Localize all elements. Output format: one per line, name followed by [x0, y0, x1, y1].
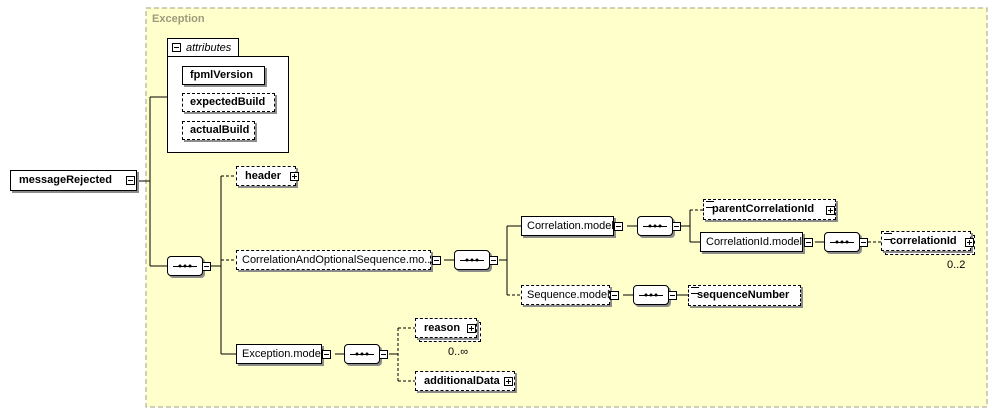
element-label: parentCorrelationId	[712, 203, 815, 215]
correlation-seq-collapse-toggle[interactable]	[432, 256, 441, 265]
container-label: Exception	[152, 13, 205, 25]
root-collapse-toggle[interactable]	[126, 176, 135, 185]
attribute-fpmlversion[interactable]: fpmlVersion	[182, 66, 265, 85]
group-correlation-id-model[interactable]: CorrelationId.model	[700, 232, 803, 252]
element-sequence-number[interactable]: sequenceNumber	[688, 285, 801, 306]
sequence-compositor	[167, 256, 203, 276]
attribute-expectedbuild[interactable]: expectedBuild	[182, 93, 275, 112]
group-label: CorrelationId.model	[706, 235, 802, 248]
sequence-compositor	[454, 250, 490, 270]
group-correlation-and-optional-sequence[interactable]: CorrelationAndOptionalSequence.mo...	[236, 250, 434, 270]
group-exception-model[interactable]: Exception.model	[236, 344, 324, 364]
element-header[interactable]: header	[236, 166, 296, 186]
sequence-model-collapse-toggle[interactable]	[610, 291, 619, 300]
element-label: header	[245, 169, 282, 182]
element-additional-data[interactable]: additionalData	[415, 371, 515, 391]
reason-occurrence: 0..∞	[448, 346, 469, 358]
sequence-compositor	[637, 216, 673, 236]
correlation-id-expand-toggle[interactable]	[965, 238, 974, 247]
sequence-compositor	[344, 344, 380, 364]
element-label: additionalData	[424, 374, 500, 387]
header-expand-toggle[interactable]	[290, 172, 299, 181]
attributes-title: attributes	[186, 42, 232, 54]
documentation-icon	[691, 287, 699, 294]
sequence-collapse-toggle[interactable]	[668, 291, 677, 300]
attribute-label: fpmlVersion	[190, 69, 253, 81]
sequence-collapse-toggle[interactable]	[489, 256, 498, 265]
sequence-collapse-toggle[interactable]	[379, 350, 388, 359]
attribute-actualbuild[interactable]: actualBuild	[182, 121, 255, 140]
group-label: Correlation.model	[527, 219, 614, 232]
group-sequence-model[interactable]: Sequence.model	[521, 285, 610, 305]
documentation-icon	[706, 201, 714, 208]
group-label: Sequence.model	[527, 288, 610, 301]
element-label: correlationId	[890, 234, 957, 247]
attribute-label: expectedBuild	[190, 96, 266, 108]
additional-data-expand-toggle[interactable]	[504, 377, 513, 386]
sequence-compositor	[824, 232, 860, 252]
attributes-collapse-toggle[interactable]	[172, 43, 181, 52]
group-label: CorrelationAndOptionalSequence.mo...	[242, 253, 434, 266]
correlation-id-occurrence: 0..2	[947, 259, 966, 271]
element-label: reason	[424, 321, 461, 334]
reason-expand-toggle[interactable]	[467, 324, 476, 333]
element-correlation-id[interactable]: correlationId	[881, 231, 971, 251]
sequence-collapse-toggle[interactable]	[672, 222, 681, 231]
sequence-collapse-toggle[interactable]	[859, 238, 868, 247]
exception-model-collapse-toggle[interactable]	[322, 350, 331, 359]
parent-correlation-id-expand-toggle[interactable]	[826, 206, 835, 215]
attribute-label: actualBuild	[190, 124, 250, 136]
documentation-icon	[884, 233, 892, 240]
element-parent-correlation-id[interactable]: parentCorrelationId	[703, 199, 836, 220]
element-reason[interactable]: reason	[415, 318, 477, 338]
root-element[interactable]: messageRejected	[10, 170, 137, 191]
group-label: Exception.model	[242, 347, 324, 360]
sequence-compositor	[633, 285, 669, 305]
root-element-label: messageRejected	[19, 174, 112, 186]
group-correlation-model[interactable]: Correlation.model	[521, 216, 614, 236]
attributes-tab: attributes	[167, 38, 239, 57]
sequence-collapse-toggle[interactable]	[202, 262, 211, 271]
element-label: sequenceNumber	[697, 289, 790, 301]
correlation-model-collapse-toggle[interactable]	[614, 222, 623, 231]
correlation-id-model-collapse-toggle[interactable]	[804, 238, 813, 247]
